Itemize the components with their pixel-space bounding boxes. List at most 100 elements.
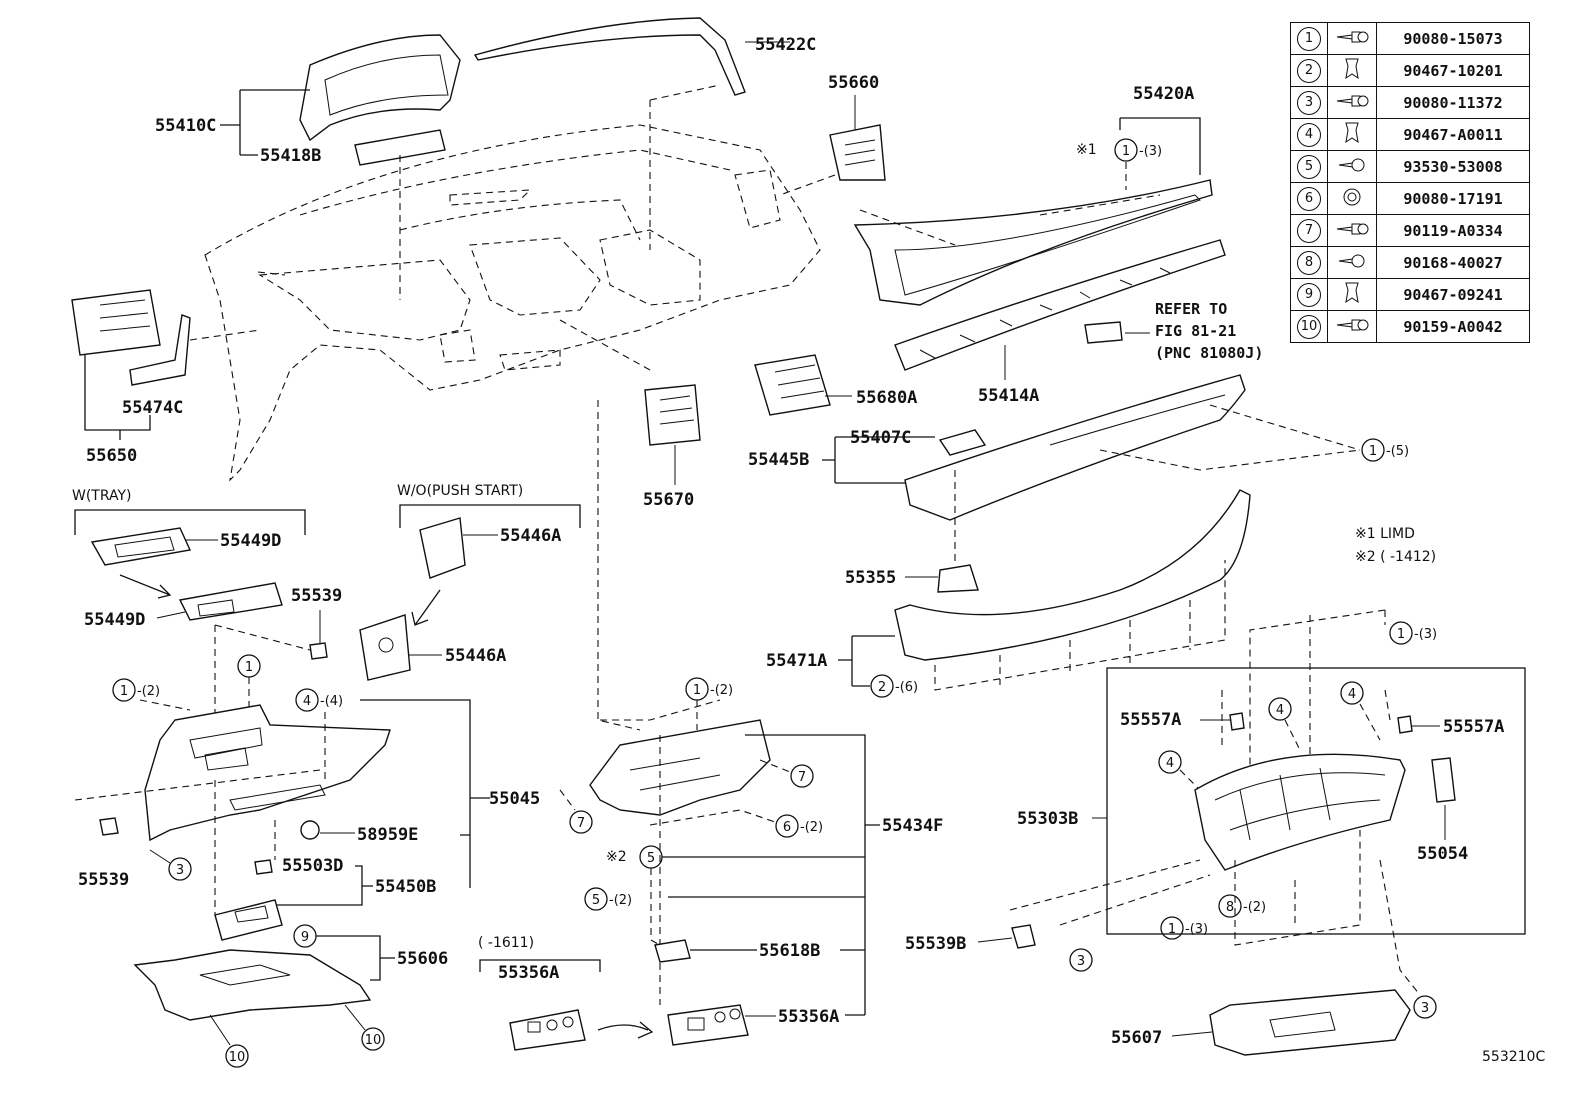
callout-1-right: 1 — [1397, 627, 1405, 642]
note-w-tray: W(TRAY) — [72, 488, 132, 504]
part-55356A-panel-b — [667, 1004, 749, 1046]
legend-number: 5 — [1297, 154, 1321, 179]
callout-5-b: 5 — [592, 893, 600, 908]
label-55539B: 55539B — [905, 934, 966, 954]
legend-part-number: 90119-A0334 — [1376, 214, 1530, 247]
note-mark-1: ※1 — [1076, 142, 1097, 158]
part-55557A-bumper-left — [1229, 712, 1245, 731]
callout-8: 8 — [1226, 900, 1234, 915]
legend-number: 4 — [1297, 122, 1321, 147]
legend-part-number: 90168-40027 — [1376, 246, 1530, 279]
callout-8-2: -(2) — [1243, 900, 1266, 915]
refer-line-2: FIG 81-21 — [1155, 322, 1236, 340]
part-55450B — [214, 899, 283, 941]
callout-4: 4 — [303, 694, 311, 709]
note-range-1611: ( -1611) — [478, 935, 534, 951]
callout-10-b: 10 — [365, 1033, 382, 1048]
part-55054-damper — [1431, 757, 1456, 803]
callout-6-2: -(2) — [800, 820, 823, 835]
label-55410C: 55410C — [155, 116, 216, 136]
callout-7-a: 7 — [798, 770, 806, 785]
note-mark-2: ※2 — [606, 849, 627, 865]
part-55650-vent — [71, 289, 161, 356]
label-55445B: 55445B — [748, 450, 809, 470]
callout-4-4: -(4) — [320, 694, 343, 709]
callout-5-a: 5 — [647, 851, 655, 866]
part-55539-clip — [309, 642, 328, 660]
legend-row: 5 93530-53008 — [1290, 150, 1530, 183]
label-55418B: 55418B — [260, 146, 321, 166]
label-55607: 55607 — [1111, 1028, 1162, 1048]
callout-2-55471A: 2 — [878, 680, 886, 695]
label-58959E: 58959E — [357, 825, 418, 845]
legend-part-number: 90080-17191 — [1376, 182, 1530, 215]
part-55539-clip-left — [99, 817, 119, 836]
part-connector — [1084, 321, 1123, 344]
part-55557A-bumper-right — [1397, 715, 1413, 734]
part-55418B — [354, 129, 446, 166]
callout-4-b: 4 — [1348, 687, 1356, 702]
legend-row: 8 90168-40027 — [1290, 246, 1530, 279]
label-55356A-right: 55356A — [778, 1007, 839, 1027]
part-55434F-bracket — [589, 719, 771, 816]
callout-1-mid: 1 — [693, 683, 701, 698]
callout-6: 6 — [783, 820, 791, 835]
part-55422C-trim — [473, 17, 790, 96]
bolt-washer-icon — [1335, 31, 1369, 52]
nut-icon — [1340, 188, 1364, 212]
legend-number: 1 — [1297, 26, 1321, 51]
label-55407C: 55407C — [850, 428, 911, 448]
label-55422C: 55422C — [755, 35, 816, 55]
legend-row: 6 90080-17191 — [1290, 182, 1530, 215]
callout-4-a: 4 — [1276, 703, 1284, 718]
label-55650: 55650 — [86, 446, 137, 466]
refer-line-1: REFER TO — [1155, 300, 1227, 318]
label-55450B: 55450B — [375, 877, 436, 897]
callout-3-mid: 3 — [1077, 954, 1085, 969]
legend-number: 9 — [1297, 282, 1321, 307]
callout-1-55420A: 1 — [1122, 144, 1130, 159]
part-55446A-cover — [419, 517, 466, 579]
part-55355 — [937, 564, 979, 593]
legend-part-number: 90467-A0011 — [1376, 118, 1530, 151]
part-55660-vent — [829, 124, 886, 181]
callout-1-2-left: -(2) — [137, 684, 160, 699]
legend-number: 10 — [1297, 314, 1321, 339]
label-55434F: 55434F — [882, 816, 943, 836]
label-55618B: 55618B — [759, 941, 820, 961]
legend-part-number: 90080-11372 — [1376, 86, 1530, 119]
label-55660: 55660 — [828, 73, 879, 93]
label-55414A: 55414A — [978, 386, 1039, 406]
callout-7-b: 7 — [577, 816, 585, 831]
instrument-panel-outline — [204, 124, 821, 482]
legend-number: 7 — [1297, 218, 1321, 243]
callout-4-c: 4 — [1166, 756, 1174, 771]
label-55606: 55606 — [397, 949, 448, 969]
part-55618B-switch — [654, 939, 691, 963]
legend-note-2: ※2 ( -1412) — [1355, 549, 1436, 565]
legend-row: 7 90119-A0334 — [1290, 214, 1530, 247]
legend-number: 2 — [1297, 58, 1321, 83]
part-55670-vent — [644, 384, 701, 446]
part-55606-under-cover — [133, 949, 372, 1021]
legend-part-number: 93530-53008 — [1376, 150, 1530, 183]
label-55449D-top: 55449D — [220, 531, 281, 551]
legend-part-number: 90467-09241 — [1376, 278, 1530, 311]
callout-1-3-top: -(3) — [1139, 144, 1162, 159]
callout-1-lower-left: 1 — [120, 684, 128, 699]
callout-1-lower: 1 — [245, 660, 253, 675]
part-55607-cover — [1209, 989, 1411, 1056]
legend-number: 8 — [1297, 250, 1321, 275]
part-55045-lower-panel — [144, 704, 391, 842]
clip-icon — [1341, 282, 1363, 310]
label-55557A-left: 55557A — [1120, 710, 1181, 730]
part-55446A-bezel — [359, 614, 411, 681]
label-55474C: 55474C — [122, 398, 183, 418]
label-55356A-left: 55356A — [498, 963, 559, 983]
legend-number: 6 — [1297, 186, 1321, 211]
callout-3-right: 3 — [1421, 1001, 1429, 1016]
